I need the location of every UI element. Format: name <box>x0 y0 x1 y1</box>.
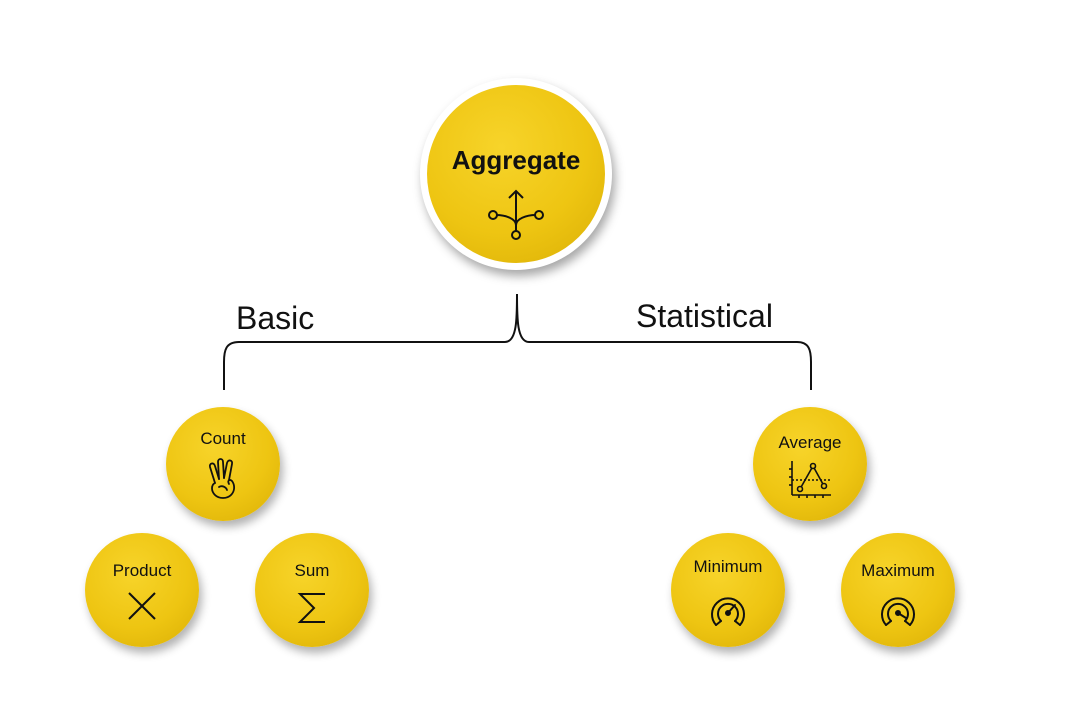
count-node: Count <box>166 407 280 521</box>
maximum-node: Maximum <box>841 533 955 647</box>
minimum-node-label: Minimum <box>693 557 763 576</box>
minimum-node: Minimum <box>671 533 785 647</box>
maximum-node-label: Maximum <box>861 561 935 580</box>
gauge-icon <box>881 597 915 626</box>
aggregate-node: Aggregate <box>420 78 612 270</box>
sum-node: Sum <box>255 533 369 647</box>
product-node-label: Product <box>112 561 172 580</box>
count-node-label: Count <box>200 429 246 448</box>
average-node: Average <box>753 407 867 521</box>
multiply-x-icon <box>128 592 156 620</box>
average-node-label: Average <box>778 433 842 452</box>
line-chart-icon <box>789 461 831 498</box>
gauge-icon <box>711 597 745 626</box>
product-node: Product <box>85 533 199 647</box>
sum-node-label: Sum <box>294 561 330 580</box>
aggregate-node-label: Aggregate <box>451 145 581 175</box>
merge-arrow-icon <box>488 189 544 240</box>
sigma-icon <box>297 593 325 623</box>
branch-label-basic: Basic <box>236 300 315 336</box>
three-fingers-hand-icon <box>208 458 236 499</box>
branch-label-statistical: Statistical <box>636 298 773 334</box>
